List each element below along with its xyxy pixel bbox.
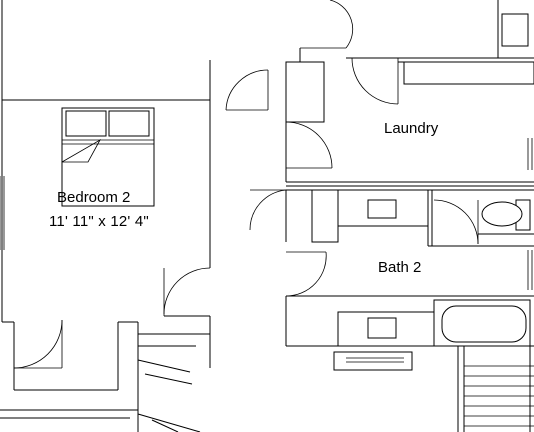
bed xyxy=(61,107,155,207)
bath-2-label: Bath 2 xyxy=(378,259,422,276)
bedroom-doors xyxy=(13,267,211,369)
corridor-doors xyxy=(225,0,354,111)
laundry-label: Laundry xyxy=(384,120,439,137)
bedroom-2-label: Bedroom 2 xyxy=(57,189,131,206)
bath-2-fixtures xyxy=(249,189,534,346)
stairs xyxy=(457,346,534,432)
bath-vanity-tub xyxy=(286,295,534,371)
laundry-walls xyxy=(285,0,534,182)
bedroom-2-dimensions: 11' 11" x 12' 4" xyxy=(49,213,149,230)
bedroom-2-walls xyxy=(0,0,211,432)
laundry-bath-divider xyxy=(286,181,534,191)
hall-closet xyxy=(0,333,210,432)
